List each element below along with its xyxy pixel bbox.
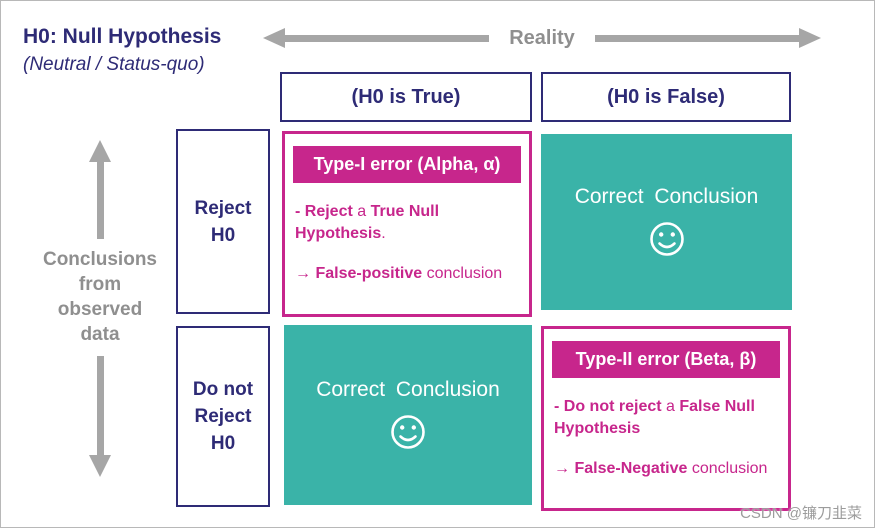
conclusions-arrow-shaft-upper bbox=[97, 161, 104, 239]
arrow-down-icon bbox=[89, 455, 111, 477]
arrow-left-icon bbox=[263, 28, 285, 48]
correct-conclusion-label: Correct Conclusion bbox=[316, 378, 500, 401]
row-label-reject-h0: Reject H0 bbox=[176, 129, 270, 314]
smiley-icon bbox=[391, 415, 425, 449]
right-arrow-icon: → bbox=[554, 460, 575, 477]
right-arrow-icon: → bbox=[295, 265, 316, 282]
reality-arrow-shaft-right bbox=[594, 34, 799, 42]
type2-error-header: Type-II error (Beta, β) bbox=[552, 341, 780, 378]
row-label-do-not-reject-h0: Do not Reject H0 bbox=[176, 326, 270, 507]
reality-axis: Reality bbox=[263, 27, 821, 49]
type1-error-header: Type-I error (Alpha, α) bbox=[293, 146, 521, 183]
column-header-h0-true: (H0 is True) bbox=[280, 72, 532, 122]
cell-type1-error: Type-I error (Alpha, α) - Reject a True … bbox=[282, 131, 532, 317]
cell-type2-error: Type-II error (Beta, β) - Do not reject … bbox=[541, 326, 791, 511]
title-subtitle: (Neutral / Status-quo) bbox=[23, 54, 205, 75]
cell-correct-conclusion-bottom: Correct Conclusion bbox=[284, 325, 532, 505]
watermark: CSDN @镰刀韭菜 bbox=[740, 505, 862, 522]
reality-arrow-shaft-left bbox=[285, 34, 490, 42]
smiley-icon bbox=[649, 222, 684, 256]
reality-label: Reality bbox=[509, 26, 575, 49]
correct-conclusion-label: Correct Conclusion bbox=[574, 185, 759, 208]
arrow-up-icon bbox=[89, 140, 111, 162]
type1-error-conclusion: → False-positive conclusion bbox=[295, 265, 503, 282]
column-header-h0-false: (H0 is False) bbox=[541, 72, 791, 122]
conclusions-arrow-shaft-lower bbox=[97, 356, 104, 456]
cell-correct-conclusion-top: Correct Conclusion bbox=[541, 134, 792, 310]
conclusions-label: Conclusions from observed data bbox=[42, 249, 157, 345]
page-title: H0: Null Hypothesis (Neutral / Status-qu… bbox=[23, 25, 221, 76]
type2-error-conclusion: → False-Negative conclusion bbox=[554, 460, 768, 477]
arrow-right-icon bbox=[799, 28, 821, 48]
title-main: H0: Null Hypothesis bbox=[23, 25, 222, 48]
